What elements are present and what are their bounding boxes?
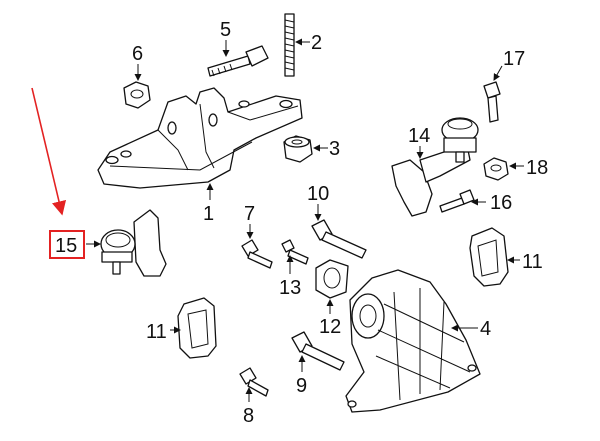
part-3-nut	[283, 135, 313, 163]
part-18-nut	[483, 157, 509, 181]
highlight-box	[49, 230, 85, 259]
leader-lines	[86, 38, 524, 402]
callout-5: 5	[220, 19, 231, 41]
part-11-pad-left	[177, 297, 217, 359]
callout-11-right: 11	[522, 251, 543, 273]
part-9-bolt	[291, 331, 345, 371]
part-5-bolt	[207, 45, 269, 77]
callout-14: 14	[408, 125, 430, 147]
callout-8: 8	[243, 405, 254, 427]
part-14-mount	[391, 117, 479, 217]
part-8-bolt	[239, 367, 269, 397]
part-12-bushing	[315, 259, 349, 299]
highlight-arrow	[31, 87, 67, 216]
part-6-nut	[123, 81, 151, 109]
part-7-bolt	[241, 239, 273, 269]
part-1-crossmember	[97, 87, 303, 189]
part-16-bolt	[439, 189, 475, 213]
part-2-stud	[284, 13, 295, 77]
callout-7: 7	[244, 203, 255, 225]
part-17-bolt	[483, 81, 501, 123]
callout-10: 10	[307, 183, 329, 205]
callout-11-left: 11	[146, 321, 167, 343]
callout-4: 4	[480, 318, 491, 340]
callout-13: 13	[279, 277, 301, 299]
part-10-bolt	[311, 219, 367, 259]
part-11-pad-right	[469, 227, 509, 287]
callout-9: 9	[296, 375, 307, 397]
highlight-indicator	[31, 87, 85, 259]
part-13-bolt	[281, 239, 309, 265]
callout-2: 2	[311, 32, 322, 54]
callout-labels: 1 2 3 4 5 6 7 8 9 10 11 11 12 13 14 15 1…	[55, 19, 548, 427]
callout-17: 17	[503, 48, 525, 70]
callout-18: 18	[526, 157, 548, 179]
callout-1: 1	[203, 203, 214, 225]
callout-16: 16	[490, 192, 512, 214]
callout-15: 15	[55, 235, 77, 257]
callout-6: 6	[132, 43, 143, 65]
callout-3: 3	[329, 138, 340, 160]
callout-12: 12	[319, 316, 341, 338]
part-4-bracket	[345, 269, 481, 413]
part-15-mount	[100, 209, 167, 277]
